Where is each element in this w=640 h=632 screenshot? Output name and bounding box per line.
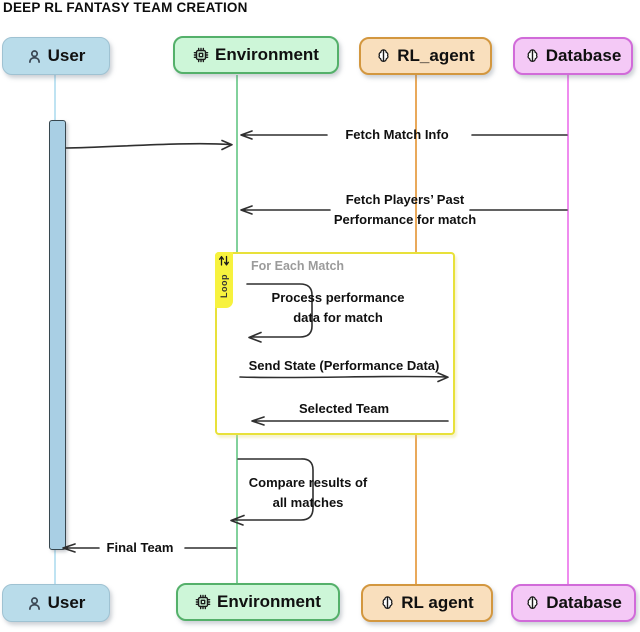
actor-rl-agent-top: RL_agent [359, 37, 492, 75]
actor-label: User [47, 593, 86, 612]
message-selected-team: Selected Team [298, 401, 390, 416]
arrow-user-request [65, 139, 233, 151]
cpu-icon [195, 594, 211, 610]
message-fetch-match-info: Fetch Match Info [345, 127, 449, 142]
actor-label: Database [546, 593, 622, 612]
actor-rl-agent-bottom: RL agent [361, 584, 493, 622]
actor-label: RL_agent [397, 46, 475, 65]
actor-environment-bottom: Environment [176, 583, 340, 621]
actor-label: RL agent [401, 593, 474, 612]
message-fetch-players: Fetch Players’ Past Performance for matc… [333, 192, 477, 227]
actor-user-bottom: User [2, 584, 110, 622]
actor-label: User [47, 46, 86, 65]
actor-user-top: User [2, 37, 110, 75]
database-lifeline [567, 75, 569, 585]
loop-arrows-icon [218, 254, 230, 272]
diagram-title: DEEP RL FANTASY TEAM CREATION [3, 0, 248, 15]
message-final-team: Final Team [106, 540, 174, 555]
actor-label: Environment [215, 45, 319, 64]
loop-fragment: Loop For Each Match [215, 252, 455, 435]
message-process-performance: Process performance data for match [271, 290, 405, 325]
brain-icon [380, 595, 395, 611]
message-compare-results: Compare results of all matches [248, 475, 368, 510]
actor-database-bottom: Database [511, 584, 636, 622]
actor-label: Database [545, 46, 622, 65]
cpu-icon [193, 47, 209, 63]
user-icon [27, 596, 42, 611]
actor-database-top: Database [513, 37, 633, 75]
user-activation-bar [49, 120, 66, 550]
loop-title: For Each Match [251, 259, 345, 273]
actor-environment-top: Environment [173, 36, 339, 74]
brain-icon [525, 48, 540, 64]
message-send-state: Send State (Performance Data) [248, 358, 440, 373]
loop-tab-label: Loop [219, 274, 229, 298]
actor-label: Environment [217, 592, 321, 611]
brain-icon [376, 48, 391, 64]
user-icon [27, 49, 42, 64]
brain-icon [525, 595, 540, 611]
loop-tab: Loop [215, 252, 233, 308]
